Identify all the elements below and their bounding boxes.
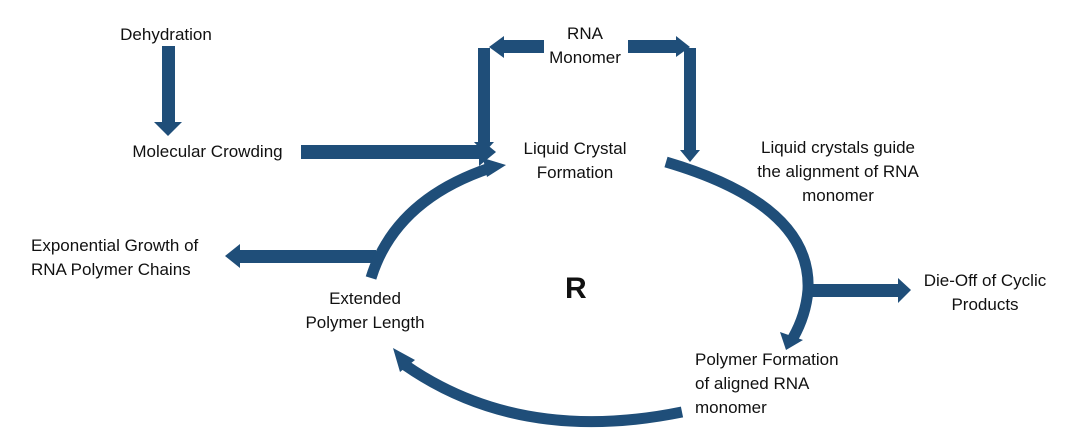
node-molecular-crowding-text: Molecular Crowding xyxy=(132,142,283,161)
node-exponential-growth: Exponential Growth of RNA Polymer Chains xyxy=(31,234,231,282)
arrow-dehydration-to-crowding xyxy=(154,46,182,136)
node-polymer-formation: Polymer Formation of aligned RNA monomer xyxy=(695,348,870,420)
node-rna-monomer: RNA Monomer xyxy=(540,22,630,70)
node-extended-polymer: Extended Polymer Length xyxy=(295,287,435,335)
node-rna-monomer-line1: RNA xyxy=(567,24,603,43)
arrow-cycle-to-die-off xyxy=(808,278,911,303)
arrow-crowding-to-liquid-crystal xyxy=(301,138,496,166)
node-extended-polymer-line2: Polymer Length xyxy=(305,313,425,332)
node-die-off: Die-Off of Cyclic Products xyxy=(915,269,1055,317)
node-liquid-crystal-line2: Formation xyxy=(536,163,614,182)
arrow-monomer-to-liquid-crystal xyxy=(474,36,544,153)
arc-extended-to-liquid-crystal xyxy=(365,162,492,280)
arrowhead-liquid-crystal xyxy=(483,158,506,177)
arrowhead-polymer xyxy=(780,332,803,350)
node-alignment-line2: the alignment of RNA xyxy=(757,162,919,181)
node-molecular-crowding: Molecular Crowding xyxy=(120,140,295,164)
node-alignment-line3: monomer xyxy=(802,186,874,205)
node-liquid-crystal-formation: Liquid Crystal Formation xyxy=(510,137,640,185)
arc-liquid-crystal-to-polymer xyxy=(664,156,814,341)
node-exponential-growth-line1: Exponential Growth of xyxy=(31,236,199,255)
node-rna-monomer-line2: Monomer xyxy=(549,48,621,67)
node-polymer-formation-line2: of aligned RNA xyxy=(695,374,810,393)
node-die-off-line1: Die-Off of Cyclic xyxy=(923,271,1047,290)
node-dehydration-text: Dehydration xyxy=(120,25,212,44)
node-exponential-growth-line2: RNA Polymer Chains xyxy=(31,260,191,279)
node-alignment-line1: Liquid crystals guide xyxy=(760,138,916,157)
node-polymer-formation-line3: monomer xyxy=(695,398,767,417)
arc-polymer-to-extended xyxy=(401,360,684,428)
center-label: R xyxy=(565,272,587,305)
node-polymer-formation-line1: Polymer Formation xyxy=(695,350,839,369)
node-dehydration: Dehydration xyxy=(110,23,222,47)
arrow-monomer-to-alignment xyxy=(628,36,700,162)
node-liquid-crystal-line1: Liquid Crystal xyxy=(523,139,627,158)
node-alignment: Liquid crystals guide the alignment of R… xyxy=(738,136,938,208)
node-die-off-line2: Products xyxy=(951,295,1019,314)
arrowhead-extended xyxy=(393,348,415,372)
node-extended-polymer-line1: Extended xyxy=(329,289,401,308)
arrow-extended-to-exponential xyxy=(225,244,376,268)
